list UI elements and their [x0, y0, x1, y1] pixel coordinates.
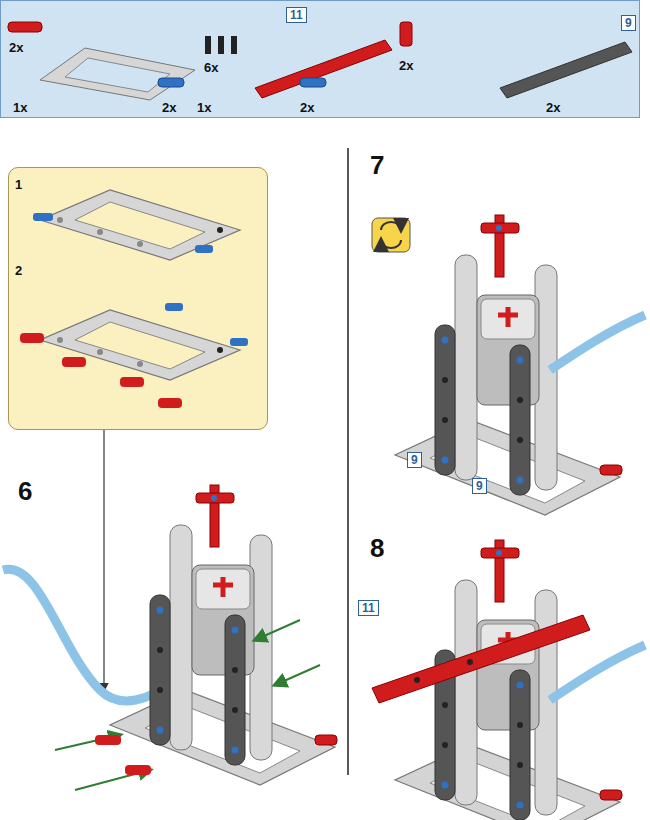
- callout-number: 11: [358, 600, 379, 616]
- quantity-label: 1x: [197, 101, 211, 114]
- subassembly-ground: [8, 167, 268, 430]
- quantity-label: 1x: [13, 101, 27, 114]
- drawing-line: [275, 665, 320, 685]
- step-number: 8: [370, 535, 384, 561]
- drawing-line: [55, 735, 120, 750]
- drawing-polygon: [372, 615, 590, 703]
- drawing-rect: [120, 377, 144, 387]
- parts-panel-ground: [0, 0, 640, 118]
- quantity-label: 2x: [546, 101, 560, 114]
- frame-step-1: [40, 190, 240, 260]
- drawing-path: [381, 222, 401, 230]
- drawing-polygon: [255, 40, 392, 98]
- callout-number: 9: [472, 478, 487, 494]
- drawing-rect: [20, 333, 44, 343]
- drawing-rect: [372, 218, 410, 252]
- drawing-rect: [400, 22, 412, 46]
- frame-step-2: [40, 310, 240, 380]
- callout-number: 11: [286, 7, 307, 23]
- quantity-label: 1: [15, 178, 22, 191]
- drawing-rect: [205, 36, 211, 54]
- callout-number: 9: [407, 452, 422, 468]
- drawing-polygon: [500, 42, 632, 98]
- drawing-rect: [158, 398, 182, 408]
- model-step-7: [395, 215, 622, 515]
- drawing-line: [103, 430, 104, 690]
- parts-panel: 2x 1x 2x 6x 1x 11 2x 2x 9 2x: [0, 0, 640, 118]
- quantity-label: 2x: [9, 41, 23, 54]
- drawing-rect: [218, 36, 224, 54]
- drawing-line: [347, 148, 349, 775]
- step-number: 7: [370, 152, 384, 178]
- drawing-line: [255, 620, 300, 640]
- quantity-label: 2x: [300, 101, 314, 114]
- drawing-rect: [33, 213, 53, 221]
- drawing-rect: [8, 22, 42, 32]
- callout-number: 9: [621, 15, 636, 31]
- parts-drawings: [8, 22, 632, 100]
- drawing-rect: [95, 735, 121, 745]
- drawing-rect: [125, 765, 151, 775]
- subassembly-box: 12: [8, 167, 268, 430]
- step-number: 6: [18, 478, 32, 504]
- quantity-label: 6x: [204, 61, 218, 74]
- drawing-rect: [158, 78, 184, 87]
- drawing-path: [550, 645, 645, 700]
- drawing-rect: [62, 357, 86, 367]
- drawing-rect: [300, 78, 326, 87]
- drawing-circle: [414, 677, 420, 683]
- drawing-rect: [165, 303, 183, 311]
- drawing-rect: [231, 36, 237, 54]
- drawing-rect: [195, 245, 213, 253]
- drawing-circle: [467, 659, 473, 665]
- drawing-rect: [230, 338, 248, 346]
- quantity-label: 2x: [399, 59, 413, 72]
- drawing-polygon: [65, 58, 170, 92]
- model-step-6: [110, 485, 337, 785]
- drawing-path: [550, 315, 645, 370]
- drawing-path: [381, 240, 401, 248]
- drawing-polygon: [40, 48, 195, 100]
- quantity-label: 2x: [162, 101, 176, 114]
- quantity-label: 2: [15, 264, 22, 277]
- drawing-path: [3, 569, 175, 701]
